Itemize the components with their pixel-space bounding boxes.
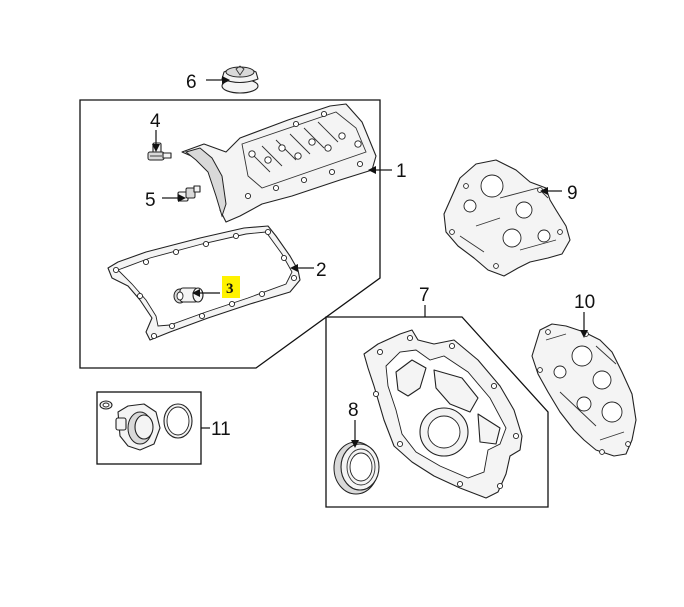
callout-10[interactable]: 10 [574,292,595,313]
arrowhead [152,144,160,152]
timing-cover-icon[interactable] [363,329,523,499]
callout-2[interactable]: 2 [316,260,327,281]
grommet-icon[interactable] [173,287,204,304]
solenoid-with-o-rings-icon[interactable] [99,400,193,451]
sensor-icon[interactable] [147,142,172,161]
timing-cover-side-icon[interactable] [531,323,637,457]
callout-11[interactable]: 11 [211,419,231,440]
arrowhead [222,76,230,84]
timing-cover-group-frame [325,316,549,508]
arrowhead [580,330,588,338]
callout-7[interactable]: 7 [419,285,430,306]
valve-cover-group-frame [79,99,381,369]
arrowhead [351,440,359,448]
callout-1[interactable]: 1 [396,161,407,182]
callout-3[interactable]: 3 [226,281,234,297]
callout-6[interactable]: 6 [186,72,197,93]
arrowhead [368,166,376,174]
arrowhead [192,289,200,297]
timing-cover-housing-icon[interactable] [443,159,571,277]
valve-cover-icon[interactable] [181,103,377,223]
callout-3-highlight [222,276,240,298]
front-seal-icon[interactable] [333,441,380,495]
oil-filler-cap-icon[interactable] [221,65,259,94]
callout-4[interactable]: 4 [150,111,161,132]
callout-8[interactable]: 8 [348,400,359,421]
valve-cover-gasket-icon[interactable] [107,225,301,341]
arrowhead [178,194,186,202]
arrowhead [290,264,298,272]
callout-5[interactable]: 5 [145,190,156,211]
callout-9[interactable]: 9 [567,183,578,204]
arrowhead [540,187,548,195]
